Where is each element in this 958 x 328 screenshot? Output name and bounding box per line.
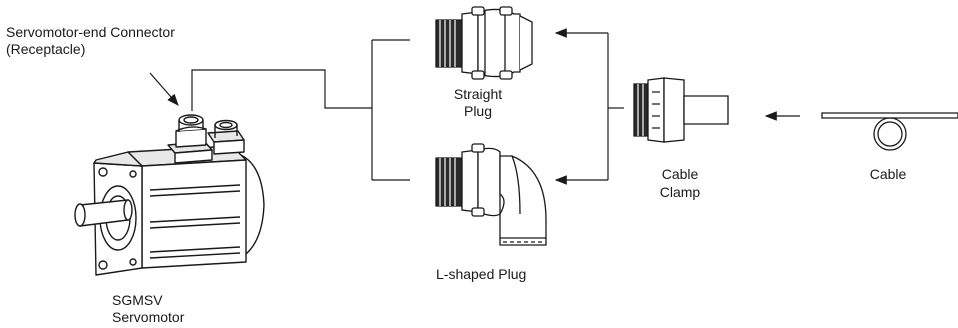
cable-illustration [822,113,958,150]
servomotor-illustration [75,115,264,275]
straight-plug-label-line2: Plug [438,103,518,120]
straight-plug-label-line1: Straight [438,86,518,103]
servomotor-model-label: SGMSV [112,292,163,309]
straight-plug-illustration [436,7,532,79]
l-shaped-plug-label: L-shaped Plug [436,266,526,283]
connector-label-line1: Servomotor-end Connector [6,24,175,41]
cable-clamp-label-line2: Clamp [640,184,720,201]
cable-clamp-illustration [634,78,728,142]
cable-clamp-label-line1: Cable [640,166,720,183]
connector-label-line2: (Receptacle) [6,41,85,58]
cable-label: Cable [858,166,918,183]
l-shaped-plug-illustration [436,144,546,245]
servomotor-label: Servomotor [112,309,184,326]
